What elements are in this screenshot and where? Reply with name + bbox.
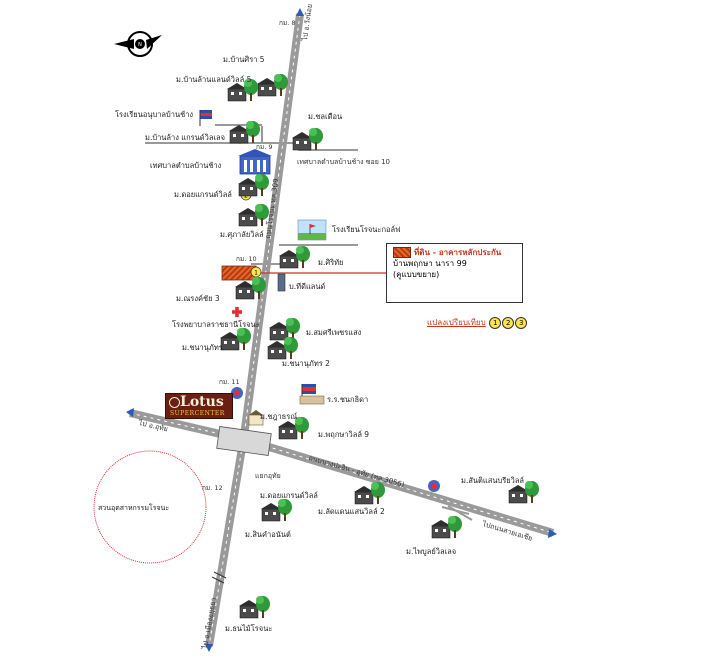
hospital-icon (232, 307, 242, 317)
place-label: ม.บ้านล้าง แกรนด์วิลเลจ (145, 133, 226, 142)
callout-title: ที่ดิน - อาคารหลักประกัน (414, 248, 502, 257)
compare-legend-marker-1: 1 (489, 316, 502, 329)
school-flag-icon-2 (299, 384, 325, 405)
compare-legend-label: แปลงเปรียบเทียบ (427, 318, 486, 327)
village-icon (238, 204, 269, 227)
property-callout: ที่ดิน - อาคารหลักประกัน บ้านพฤกษา นารา … (386, 243, 523, 303)
junction-overpass (216, 426, 272, 456)
arrow-top (296, 8, 304, 16)
village-icon (220, 328, 251, 351)
km-12: กม. 12 (202, 484, 223, 492)
village-icon (235, 277, 266, 300)
place-label: ม.ชนานุภัทร 2 (282, 359, 330, 368)
village-icon (238, 174, 269, 197)
place-label: ม.ศิริทัย (318, 258, 344, 267)
village-icon (267, 337, 298, 360)
village-icon (269, 318, 300, 341)
compare-legend-marker-3: 3 (515, 316, 528, 329)
industrial-estate-label: สวนอุตสาหกรรมโรจนะ (98, 504, 170, 512)
village-icon (229, 121, 260, 144)
place-label: ม.สมศรีเพชรแสง (306, 328, 362, 337)
place-label: ม.สันติแสนบรียวิลล์ (461, 476, 525, 485)
place-label: ม.ดอยแกรนด์วิลล์ (260, 491, 318, 500)
place-label: บ.ทีดีแลนด์ (289, 282, 326, 291)
village-icon (257, 74, 288, 97)
village-icon (239, 596, 270, 619)
place-label: ม.สินคำอนันต์ (245, 530, 291, 539)
lotus-logo: Lotus SUPERCENTER (165, 393, 233, 419)
place-label: โรงพยาบาลราชธานีโรจนะ (172, 320, 260, 329)
rail-mark-2 (211, 576, 225, 584)
industrial-estate-ring (93, 450, 207, 564)
svg-text:1: 1 (254, 270, 258, 277)
lotus-name: Lotus (180, 394, 224, 410)
place-label: ม.ชลเดือน (308, 112, 343, 121)
place-label: โรงเรียนอนุบาลบ้านช้าง (115, 110, 194, 119)
lane-8 (447, 505, 473, 521)
callout-line2: บ้านพฤกษา นารา 99 (393, 259, 467, 268)
rail-mark (213, 571, 227, 579)
place-label: ม.ลัดแดนแสนวิลล์ 2 (318, 507, 385, 516)
municipal-building-icon (238, 149, 272, 175)
village-icon (261, 499, 292, 522)
office-icon (248, 410, 264, 426)
arrow-right (548, 529, 557, 538)
place-label: ม.ธนไม้โรจนะ (225, 624, 273, 633)
compare-legend-marker-2: 2 (502, 316, 515, 329)
compare-marker-3: 1 (250, 266, 262, 278)
lotus-emblem-icon (169, 397, 180, 408)
village-icon (508, 481, 539, 504)
place-label: ม.ชนานุภัทร (182, 343, 223, 352)
km-9: กม. 9 (256, 143, 273, 151)
arrow-left (126, 408, 134, 417)
callout-line3: (คูแบบขยาย) (393, 270, 440, 279)
village-icon (354, 482, 385, 505)
place-label: ม.ชฎาธรณ์ (260, 412, 298, 421)
place-label: เทศบาลตำบลบ้านช้าง (150, 161, 222, 170)
tower-icon (277, 273, 286, 292)
school-flag-icon (199, 110, 212, 126)
junction-label: แยกอุทัย (255, 472, 281, 480)
km-8: กม. 8 (279, 19, 296, 27)
place-label: ม.พฤกษาวิลล์ 9 (318, 430, 370, 439)
village-icon (278, 417, 309, 440)
place-label: ม.บ้านล้านแลนด์วิลล์ 5 (176, 75, 252, 84)
place-label: ม.บ้านศิรา 5 (223, 55, 265, 64)
star-marker-icon-2 (428, 480, 440, 492)
place-label: ม.ณรงค์ชัย 3 (176, 294, 220, 303)
golf-icon (297, 219, 327, 241)
lotus-sub: SUPERCENTER (170, 410, 225, 417)
compass-icon: N (114, 31, 162, 57)
main-road-centerline (208, 13, 301, 647)
village-icon (431, 516, 462, 539)
place-label: โรงเรียนโรจนะกอล์ฟ (332, 225, 401, 234)
km-11: กม. 11 (219, 378, 240, 386)
land-swatch-icon (393, 247, 411, 258)
soi10-label: เทศบาลตำบลบ้านช้าง ซอย 10 (297, 158, 390, 166)
village-icon (227, 79, 258, 102)
village-icon (292, 128, 323, 151)
place-label: ม.ดอยแกรนด์วิลล์ (174, 190, 232, 199)
place-label: ร.ร.ชนกธิดา (327, 395, 369, 404)
star-marker-icon (231, 387, 243, 399)
arrow-bottom (205, 644, 213, 652)
place-label: ม.ศุภาลัยวิลล์ (220, 230, 264, 239)
place-label: ม.ไพบูลย์วิลเลจ (406, 547, 457, 556)
village-icon (279, 246, 310, 269)
svg-text:N: N (138, 42, 142, 48)
km-10: กม. 10 (236, 255, 257, 263)
